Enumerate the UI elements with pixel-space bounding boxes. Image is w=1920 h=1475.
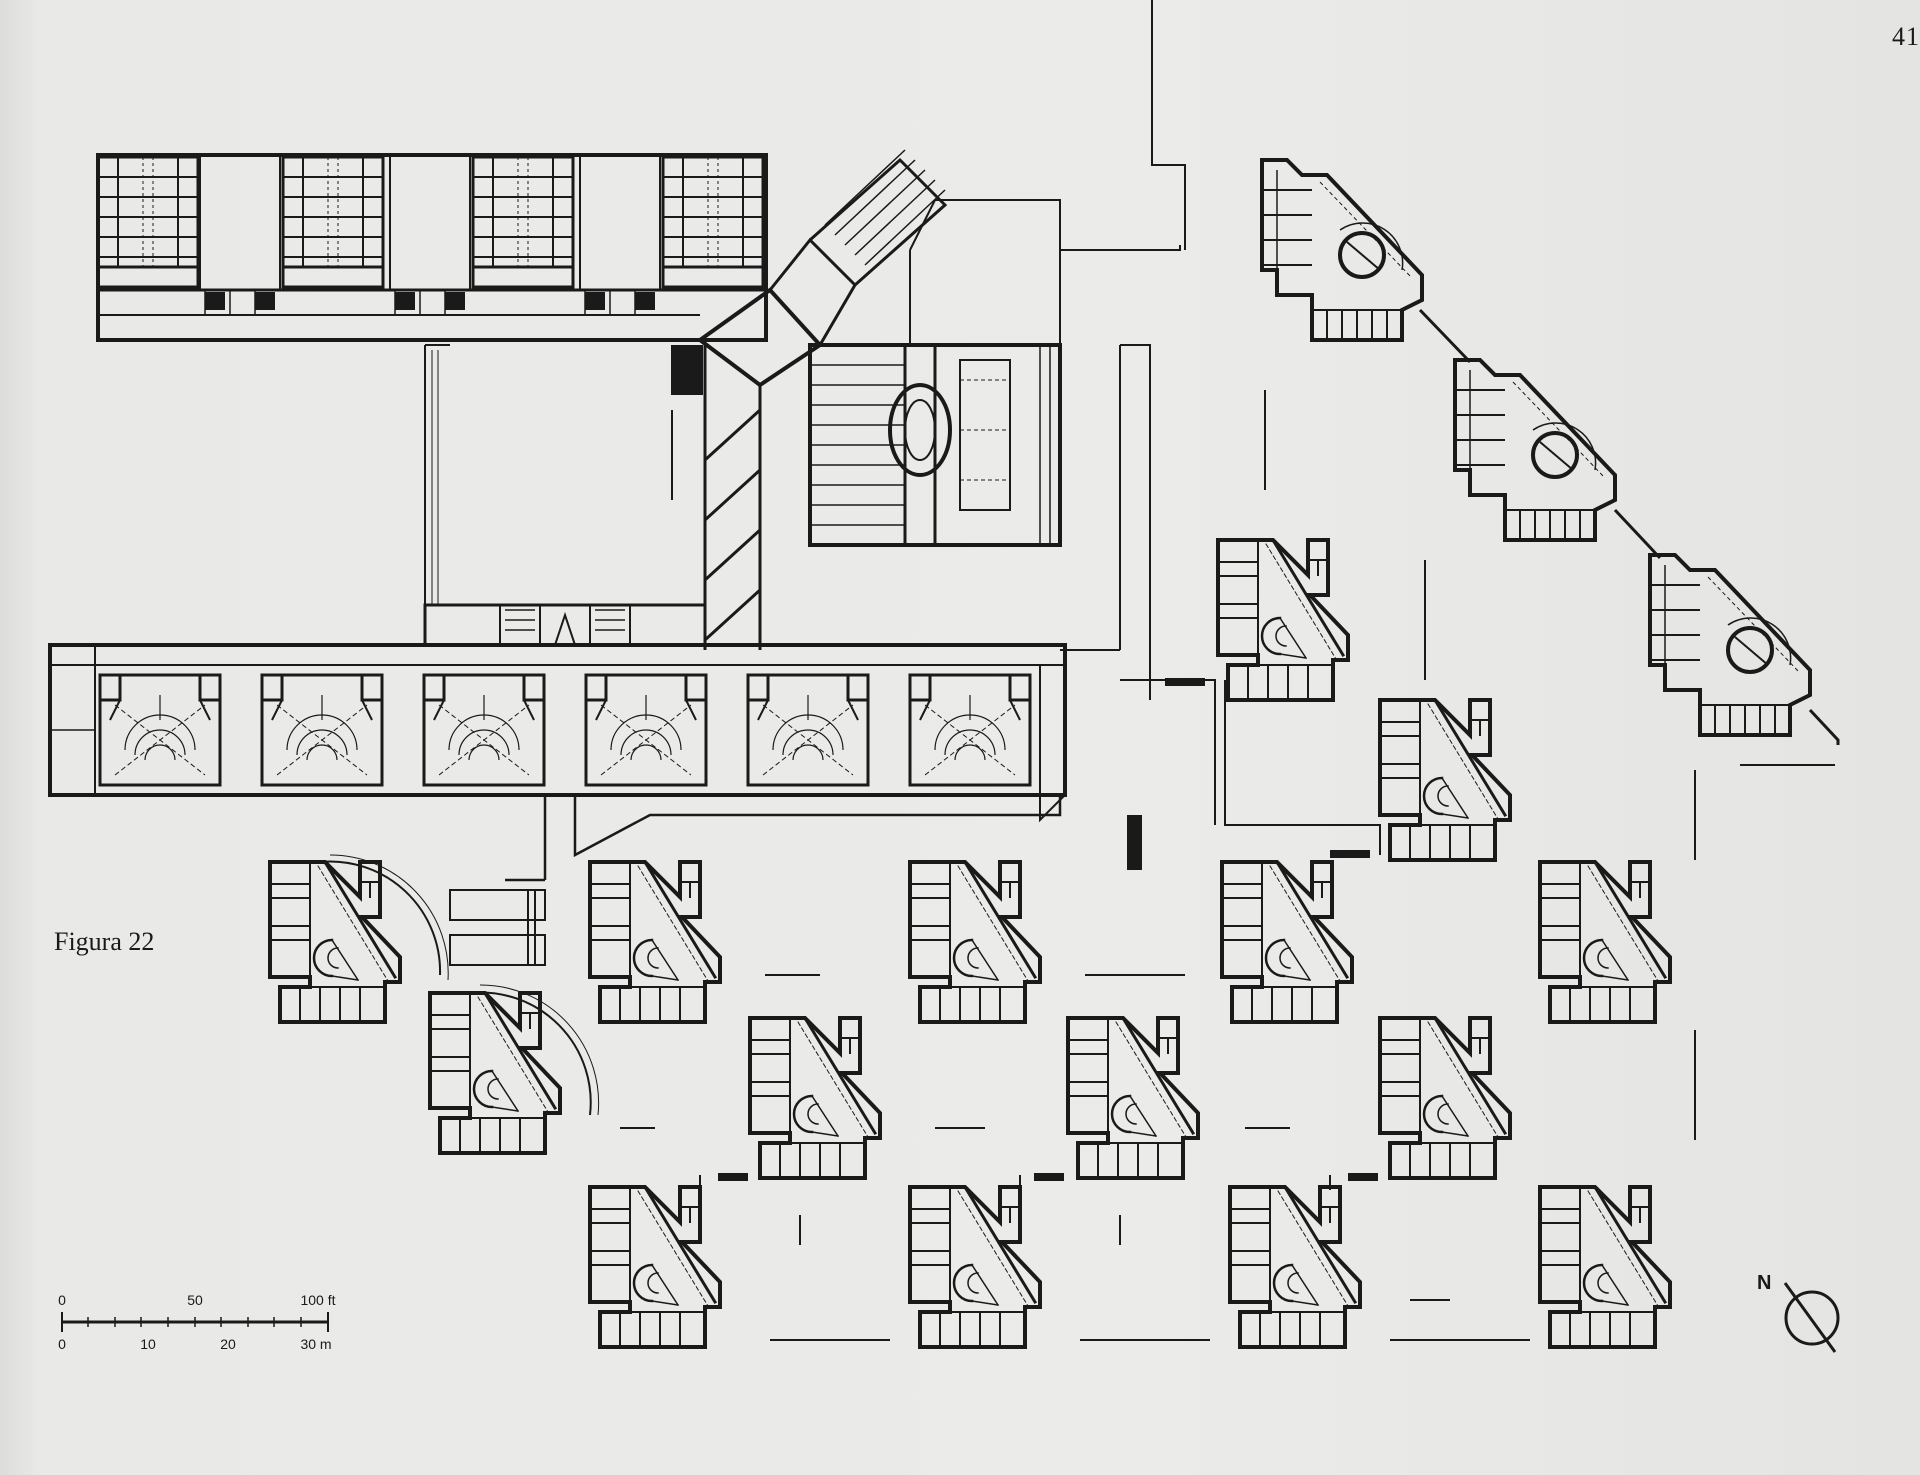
scale-label-m-0: 0 — [58, 1336, 66, 1352]
residential-units — [268, 158, 1840, 1349]
lower-corridor — [505, 795, 1062, 882]
entrance-block — [423, 603, 707, 647]
diagonal-connector — [696, 149, 948, 650]
scale-label-ft-100: 100 ft — [300, 1292, 336, 1308]
scale-label-m-20: 20 — [220, 1336, 236, 1352]
courtyard — [424, 344, 706, 606]
north-wing — [96, 153, 768, 342]
figure-caption: Figura 22 — [54, 927, 155, 956]
page-number: 41 — [1892, 22, 1920, 51]
scale-label-m-30: 30 m — [300, 1336, 332, 1352]
site-paths — [620, 390, 1835, 1341]
scale-label-ft-0: 0 — [58, 1292, 66, 1308]
scale-label-m-10: 10 — [140, 1336, 156, 1352]
north-arrow — [1783, 1282, 1840, 1353]
scale-label-ft-50: 50 — [187, 1292, 203, 1308]
scale-bar — [61, 1312, 329, 1332]
north-label: N — [1757, 1272, 1772, 1294]
assembly-hall — [808, 199, 1181, 547]
central-walkway — [1060, 0, 1381, 855]
classroom-wing — [48, 643, 1067, 823]
stair-hatches — [673, 345, 1378, 1181]
